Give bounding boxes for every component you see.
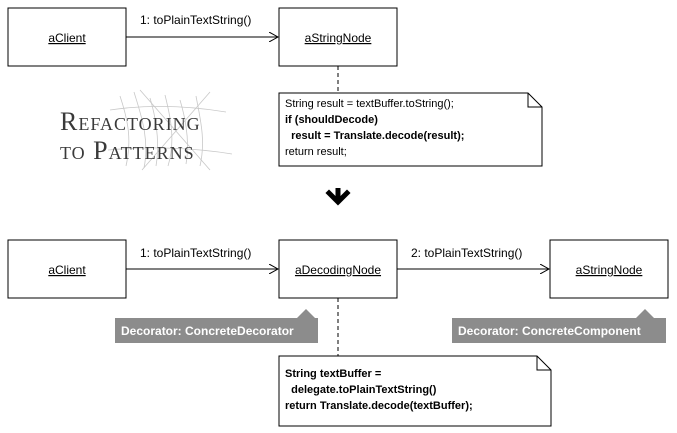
after-note-fold: [536, 356, 551, 371]
before-note-line-3: result = Translate.decode(result);: [285, 130, 464, 142]
after-client-label: aClient: [48, 263, 86, 277]
before-note-line-4: return result;: [285, 146, 347, 158]
before-client-box: [7, 7, 127, 67]
logo-line-2: to Patterns: [60, 136, 195, 165]
after-message-2-label: 2: toPlainTextString(): [411, 246, 522, 260]
before-stringnode-label: aStringNode: [305, 31, 372, 45]
decorator-tag-label: Decorator: ConcreteDecorator: [121, 324, 294, 338]
after-note-line-2: delegate.toPlainTextString(): [285, 384, 437, 396]
before-note-line-2: if (shouldDecode): [285, 114, 378, 126]
after-message-1-label: 1: toPlainTextString(): [140, 246, 251, 260]
component-tag: [452, 309, 666, 343]
book-logo: Refactoring to Patterns: [60, 89, 233, 171]
before-note-line-1: String result = textBuffer.toString();: [285, 98, 454, 110]
after-note: [278, 355, 552, 427]
before-note: [278, 92, 543, 167]
before-diagram: aClient 1: toPlainTextString() aStringNo…: [7, 7, 543, 167]
after-stringnode-label: aStringNode: [576, 263, 643, 277]
after-note-line-3: return Translate.decode(textBuffer);: [285, 400, 473, 412]
before-stringnode-box: [278, 7, 398, 67]
logo-line-1: Refactoring: [60, 107, 201, 136]
decorator-tag: [115, 309, 318, 343]
before-client-label: aClient: [48, 31, 86, 45]
after-stringnode-box: [549, 239, 669, 299]
before-note-fold: [527, 93, 542, 108]
after-note-line-1: String textBuffer =: [285, 368, 381, 380]
after-decodingnode-label: aDecodingNode: [295, 263, 381, 277]
after-client-box: [7, 239, 127, 299]
after-diagram: aClient 1: toPlainTextString() aDecoding…: [7, 239, 669, 427]
transition-down-arrow: [325, 188, 351, 206]
before-message-label: 1: toPlainTextString(): [140, 13, 251, 27]
component-tag-label: Decorator: ConcreteComponent: [458, 324, 641, 338]
logo-sketch-lines: [107, 89, 233, 171]
